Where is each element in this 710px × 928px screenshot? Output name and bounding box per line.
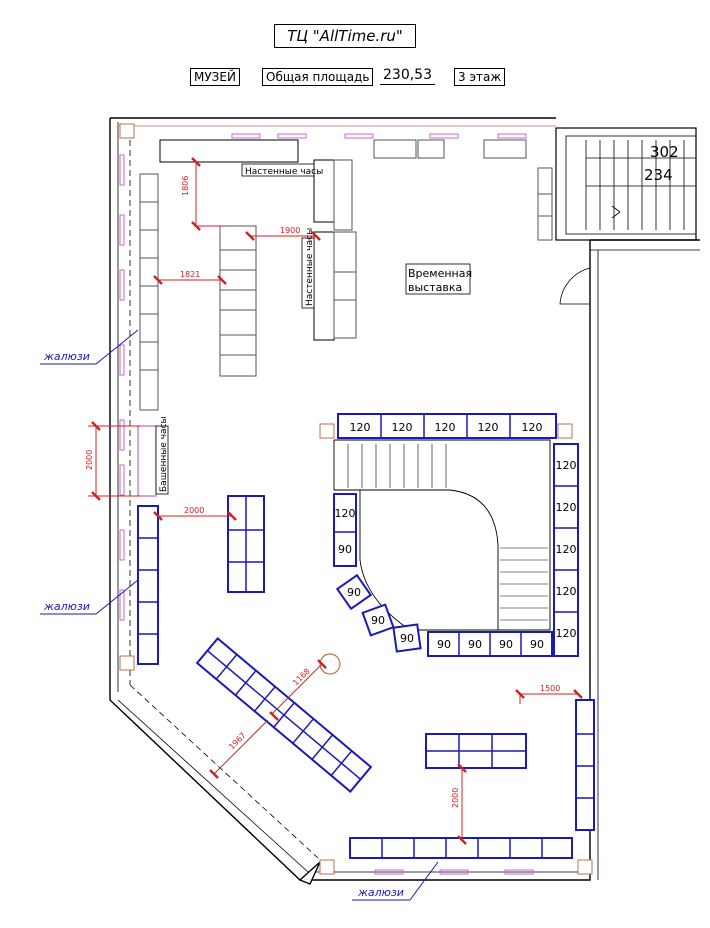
area-label: Общая площадь <box>262 68 374 86</box>
showcase-right-5: 120 <box>556 627 577 640</box>
inner-staircase <box>333 439 551 631</box>
door-arc <box>559 267 591 305</box>
stair-number-lower: 234 <box>644 166 673 184</box>
label-temp-exhibit-line1: Временная <box>408 267 472 280</box>
showcase-left-2: 90 <box>338 543 352 556</box>
label-blinds-3: жалюзи <box>357 886 404 899</box>
label-blinds-1: жалюзи <box>43 350 90 363</box>
showcase-top-4: 120 <box>478 421 499 434</box>
tower-clock-stand <box>137 425 157 497</box>
dimension-ticks <box>91 157 583 845</box>
showcase-top-1: 120 <box>350 421 371 434</box>
furniture <box>139 139 553 411</box>
showcase-bottom-1: 90 <box>437 638 451 651</box>
dim-1806: 1806 <box>181 176 190 196</box>
label-blinds-2: жалюзи <box>43 600 90 613</box>
area-value: 230,53 <box>380 66 435 85</box>
label-tower-clocks: Башенные часы <box>159 416 169 492</box>
showcase-curve-3: 90 <box>400 632 414 645</box>
section-name: МУЗЕЙ <box>190 68 240 86</box>
staircase <box>555 127 697 241</box>
floor-label: 3 этаж <box>454 68 506 86</box>
showcase-bottom-3: 90 <box>499 638 513 651</box>
curved-showcases <box>335 573 422 653</box>
stair-number-upper: 302 <box>650 143 679 161</box>
dim-1500: 1500 <box>540 684 560 693</box>
dim-1900: 1900 <box>280 226 300 235</box>
showcase-curve-1: 90 <box>347 586 361 599</box>
windows <box>119 133 534 875</box>
label-wall-clocks-2: Настенные часы <box>305 228 315 306</box>
diagonal-showcase <box>195 637 373 793</box>
columns <box>119 123 593 875</box>
showcase-right-4: 120 <box>556 585 577 598</box>
dim-2000-left: 2000 <box>85 450 94 470</box>
dim-2000-mid: 2000 <box>184 506 204 515</box>
showcase-curve-2: 90 <box>371 614 385 627</box>
dim-2000-bottom: 2000 <box>451 788 460 808</box>
showcase-top-5: 120 <box>522 421 543 434</box>
showcase-top-2: 120 <box>392 421 413 434</box>
walls <box>109 117 700 885</box>
label-wall-clocks-1: Настенные часы <box>245 167 323 177</box>
dim-1967: 1967 <box>227 731 248 752</box>
showcase-right-3: 120 <box>556 543 577 556</box>
showcase-left-1: 120 <box>335 507 356 520</box>
blinds-callout-lines <box>40 329 439 901</box>
showcase-dividers <box>138 414 594 858</box>
showcase-bottom-2: 90 <box>468 638 482 651</box>
dim-1821: 1821 <box>180 270 200 279</box>
round-column <box>319 653 341 675</box>
showcase-bottom-4: 90 <box>530 638 544 651</box>
showcase-right-2: 120 <box>556 501 577 514</box>
mall-title: ТЦ "AllTime.ru" <box>274 24 416 48</box>
label-temp-exhibit-line2: выставка <box>408 281 462 294</box>
showcase-right-1: 120 <box>556 459 577 472</box>
showcase-top-3: 120 <box>435 421 456 434</box>
